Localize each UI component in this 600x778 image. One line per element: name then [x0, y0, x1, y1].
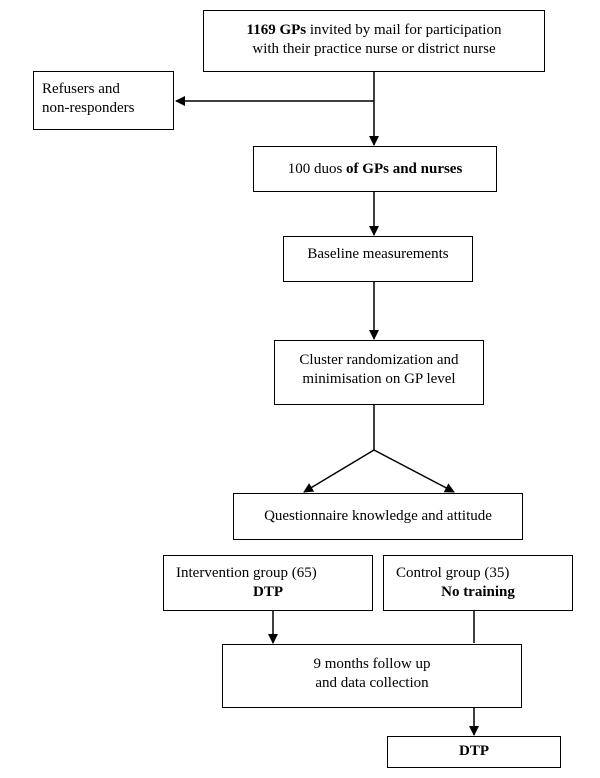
duos-label: of GPs and nurses [346, 161, 463, 177]
duos-count: 100 duos [287, 161, 347, 177]
questionnaire-text: Questionnaire knowledge and attitude [264, 508, 492, 524]
followup-line2: and data collection [315, 675, 429, 691]
refusers-line1: Refusers and [42, 81, 120, 97]
followup-box: 9 months follow up and data collection [222, 644, 522, 708]
refusers-box: Refusers and non-responders [33, 71, 174, 130]
final-text: DTP [459, 743, 489, 759]
randomization-box: Cluster randomization and minimisation o… [274, 340, 484, 405]
control-box: Control group (35) No training [383, 555, 573, 611]
arrow-split-left [303, 449, 375, 493]
invited-count: 1169 GPs [246, 22, 307, 38]
invited-line1: invited by mail for participation [306, 22, 502, 38]
control-line2: No training [441, 584, 515, 600]
final-box: DTP [387, 736, 561, 768]
duos-box: 100 duos of GPs and nurses [253, 146, 497, 192]
invited-line2: with their practice nurse or district nu… [252, 41, 496, 57]
invited-box: 1169 GPs invited by mail for participati… [203, 10, 545, 72]
control-line1: Control group (35) [396, 565, 510, 581]
refusers-line2: non-responders [42, 100, 135, 116]
randomization-line1: Cluster randomization and [299, 352, 459, 368]
randomization-line2: minimisation on GP level [302, 371, 456, 387]
followup-line1: 9 months follow up [313, 656, 431, 672]
arrow-split-right [373, 449, 455, 493]
intervention-line2: DTP [253, 584, 283, 600]
baseline-text: Baseline measurements [307, 246, 449, 262]
baseline-box: Baseline measurements [283, 236, 473, 282]
questionnaire-box: Questionnaire knowledge and attitude [233, 493, 523, 540]
intervention-line1: Intervention group (65) [176, 565, 317, 581]
intervention-box: Intervention group (65) DTP [163, 555, 373, 611]
